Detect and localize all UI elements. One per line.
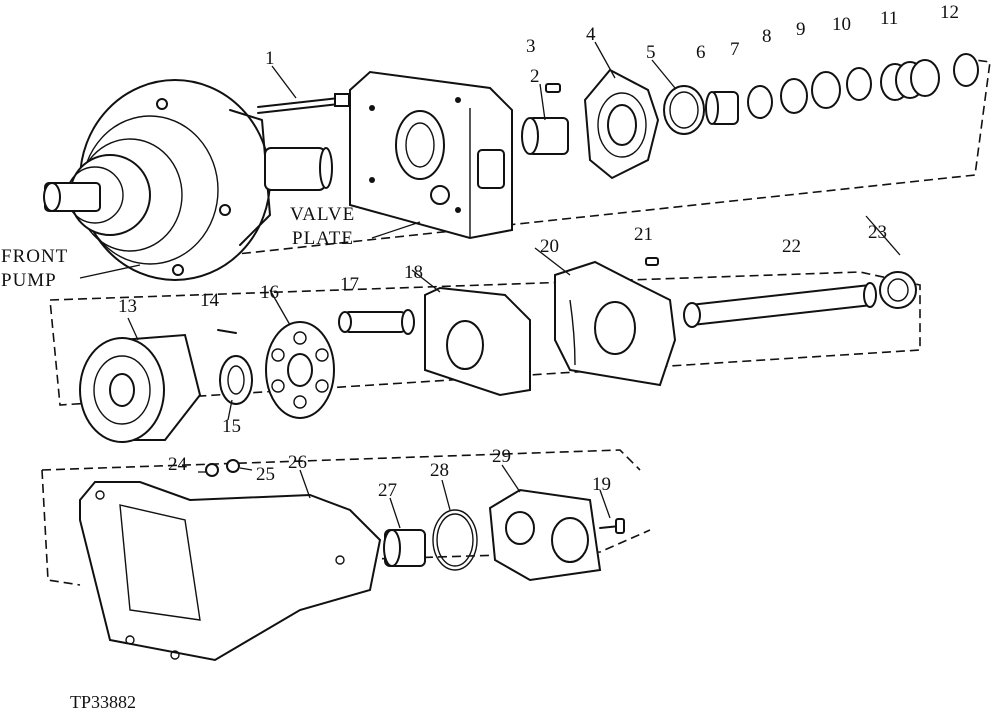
callout-20: 20 [540, 236, 559, 257]
callout-11: 11 [880, 8, 898, 29]
callout-24: 24 [168, 454, 188, 475]
callout-7: 7 [730, 39, 740, 60]
callout-27: 27 [378, 480, 397, 501]
middle-group-boundary [49, 271, 921, 406]
callout-10: 10 [832, 14, 851, 35]
valve-plate-label-line1: VALVE [290, 204, 355, 225]
part-4-plate [583, 68, 660, 180]
lower-group-boundary-top [41, 449, 641, 471]
part-1-bolt [257, 93, 350, 114]
text-labels: FRONT PUMP VALVE PLATE TP33882 [1, 204, 355, 712]
part-22-shaft [683, 282, 877, 328]
callout-28: 28 [430, 460, 449, 481]
valve-plate [349, 70, 513, 240]
part-29-charge-pump [488, 488, 602, 582]
part-17-shaft [338, 309, 415, 335]
part-19-screw [599, 518, 625, 534]
part-2-bushing [521, 117, 569, 155]
callout-5: 5 [646, 42, 656, 63]
callout-25: 25 [256, 464, 275, 485]
callout-26: 26 [288, 452, 307, 473]
valve-plate-label-line2: PLATE [292, 228, 354, 249]
callout-23: 23 [868, 222, 887, 243]
callout-8: 8 [762, 26, 772, 47]
lower-group-boundary-bottom [339, 529, 651, 561]
part-21-pin [645, 257, 659, 266]
part-28-o-ring [432, 509, 478, 571]
part-15-ball-guide [219, 355, 253, 405]
callout-17: 17 [340, 274, 359, 295]
front-pump-housing [43, 79, 333, 281]
parts-5-to-12-rings [663, 53, 979, 135]
lower-group-boundary-side [41, 469, 81, 586]
part-27-gear [383, 529, 426, 567]
part-23-bearing [879, 271, 917, 309]
part-18-plate [424, 286, 531, 397]
callout-1: 1 [265, 48, 275, 69]
part-14-pin [217, 329, 237, 334]
callout-22: 22 [782, 236, 801, 257]
callout-3: 3 [526, 36, 536, 57]
callout-19: 19 [592, 474, 611, 495]
callout-12: 12 [940, 2, 959, 23]
front-pump-label-line1: FRONT [1, 246, 68, 267]
callout-4: 4 [586, 24, 596, 45]
part-16-retainer-plate [265, 321, 335, 419]
front-pump-label-line2: PUMP [1, 270, 57, 291]
parts-24-25-plugs [205, 459, 240, 477]
callout-18: 18 [404, 262, 423, 283]
callout-9: 9 [796, 19, 806, 40]
callout-13: 13 [118, 296, 137, 317]
callout-15: 15 [222, 416, 241, 437]
part-26-housing [79, 481, 382, 662]
callout-29: 29 [492, 446, 511, 467]
leader-lines [79, 41, 901, 529]
part-20-swashplate [554, 260, 677, 387]
callout-2: 2 [530, 66, 540, 87]
callout-6: 6 [696, 42, 706, 63]
callout-14: 14 [200, 290, 220, 311]
figure-id: TP33882 [70, 692, 136, 712]
upper-group-boundary [227, 59, 991, 256]
part-3-pin [545, 83, 561, 93]
part-13-cylinder-block [79, 333, 202, 443]
group-boundaries [41, 59, 991, 586]
callout-16: 16 [260, 282, 279, 303]
callout-21: 21 [634, 224, 653, 245]
